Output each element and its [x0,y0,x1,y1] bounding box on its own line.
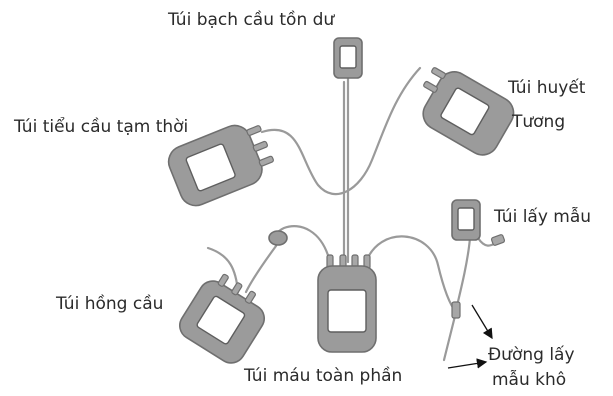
label-sample-bag: Túi lấy mẫu [494,207,592,227]
platelet-bag [167,124,274,207]
sample-bag [451,199,506,246]
label-whole-blood-bag: Túi máu toàn phần [244,366,403,386]
arrow-dry-line-1 [471,304,493,340]
label-red-cell-bag: Túi hồng cầu [56,294,164,314]
label-platelet-bag: Túi tiểu cầu tạm thời [14,117,189,137]
label-plasma-bag-line1: Túi huyết [508,78,586,98]
whole-blood-bag [317,254,377,353]
red-cell-bag [179,273,265,364]
label-leukocyte-bag: Túi bạch cầu tồn dư [168,10,335,30]
label-dry-line-line2: mẫu khô [492,370,567,390]
label-plasma-bag-line2: Tương [512,112,566,132]
collection-needle [451,301,461,319]
plasma-bag [422,67,515,156]
filter [268,230,288,246]
label-dry-line-line1: Đường lấy [488,345,575,365]
arrow-dry-line-2 [447,358,488,369]
leukocyte-bag [333,37,363,79]
